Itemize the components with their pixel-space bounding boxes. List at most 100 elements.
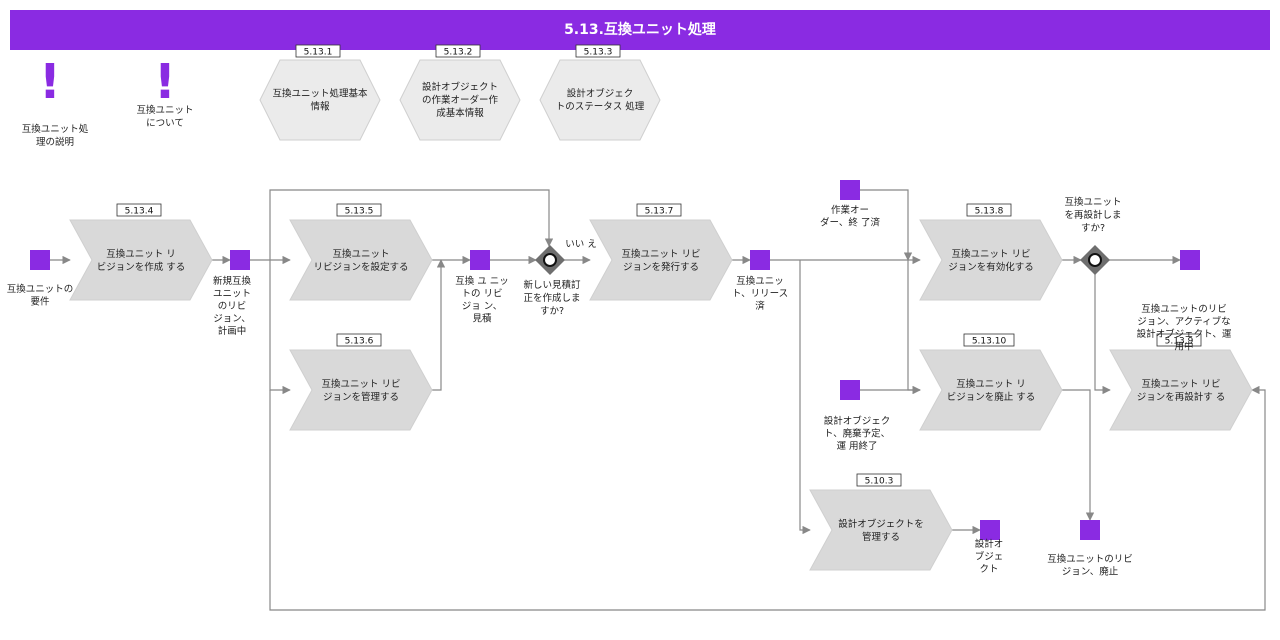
event-marker[interactable]	[230, 250, 250, 270]
process-label: ビジョンを廃止 する	[947, 391, 1036, 403]
process-label: 管理する	[862, 531, 900, 543]
process-step[interactable]	[289, 349, 433, 431]
note-label: 互換ユニット	[136, 104, 193, 116]
exclamation-icon: !	[39, 54, 61, 110]
process-label: 設計オブジェクトを	[838, 518, 924, 530]
flow-connector	[269, 385, 1266, 611]
process-label: リビジョンを設定する	[313, 261, 408, 273]
hexagon-label: の作業オーダー作	[422, 94, 499, 106]
process-label: ジョンを管理する	[323, 391, 399, 403]
info-hexagon[interactable]	[399, 59, 521, 141]
event-marker[interactable]	[470, 250, 490, 270]
event-label: 要件	[30, 296, 50, 308]
gateway-label: を再設計しま	[1064, 209, 1121, 221]
flow-connector	[432, 259, 446, 391]
process-step[interactable]	[589, 219, 733, 301]
process-label: 互換ユニット リビ	[951, 248, 1030, 260]
process-label: ジョンを発行する	[623, 261, 699, 273]
event-label: 設計オブジェク	[824, 415, 891, 427]
process-label: 互換ユニット リビ	[321, 378, 400, 390]
event-label: 互換ユニットのリビ	[1047, 553, 1133, 565]
event-label: のリビ	[218, 301, 247, 312]
event-label: ダー、終 了済	[820, 217, 880, 229]
event-label: 済	[755, 300, 765, 312]
process-label: 互換ユニット	[332, 248, 389, 260]
process-label: 互換ユニット リビ	[1141, 378, 1220, 390]
step-number-tag	[966, 203, 1012, 217]
event-marker[interactable]	[1080, 520, 1100, 540]
gateway-label: 正を作成しま	[523, 292, 580, 304]
info-hexagon[interactable]	[259, 59, 381, 141]
step-number: 5.13.10	[972, 337, 1007, 347]
gateway-label: すか?	[540, 306, 564, 317]
event-label: 互換 ユ ニッ	[455, 275, 509, 287]
gateway-label: 新しい見積訂	[523, 279, 581, 291]
flow-connector	[269, 189, 554, 262]
process-label: 互換ユニット リ	[956, 378, 1026, 390]
flow-connector	[907, 260, 921, 395]
step-number-tag	[1156, 333, 1202, 347]
event-marker[interactable]	[30, 250, 50, 270]
step-number: 5.10.3	[865, 477, 894, 487]
event-label: 新規互換	[213, 275, 252, 287]
connector-label: 用中	[1174, 341, 1193, 353]
event-marker[interactable]	[980, 520, 1000, 540]
gateway-circle-icon	[1088, 253, 1102, 267]
branch-label: いい え	[565, 239, 597, 250]
note-label: について	[146, 118, 184, 129]
hexagon-label: トのステータス 処理	[556, 101, 645, 113]
step-number-tag	[636, 203, 682, 217]
event-marker[interactable]	[840, 180, 860, 200]
process-label: ジョンを有効化する	[948, 261, 1034, 273]
flow-connector	[860, 189, 913, 261]
event-marker[interactable]	[1180, 250, 1200, 270]
exclamation-icon: !	[154, 54, 176, 110]
step-number: 5.13.6	[345, 337, 374, 347]
event-label: ジョン、	[213, 314, 250, 325]
event-label: ジョン、廃止	[1062, 566, 1119, 578]
hexagon-label: 設計オブジェク	[567, 88, 634, 100]
step-number: 5.13.8	[975, 207, 1004, 217]
step-number-tag	[575, 44, 621, 58]
process-step[interactable]	[289, 219, 433, 301]
step-number: 5.13.9	[1165, 337, 1194, 347]
process-step[interactable]	[809, 489, 953, 571]
flow-connector	[269, 262, 291, 395]
process-step[interactable]	[919, 349, 1063, 431]
note-label: 互換ユニット処	[22, 123, 89, 135]
event-label: 互換ユニットの	[7, 283, 74, 295]
page-title: 5.13.互換ユニット処理	[10, 10, 1270, 50]
step-number-tag	[856, 473, 902, 487]
connector-label: 設計オブジェクト、運	[1137, 328, 1232, 340]
step-number: 5.13.1	[304, 48, 333, 58]
process-label: ジョンを再設計す る	[1137, 391, 1226, 403]
event-marker[interactable]	[750, 250, 770, 270]
gateway-circle-icon	[543, 253, 557, 267]
connector-label: 互換ユニットのリビ	[1141, 303, 1227, 315]
process-step[interactable]	[919, 219, 1063, 301]
note-label: 理の説明	[36, 136, 74, 148]
step-number-tag	[295, 44, 341, 58]
event-label: 見積	[472, 313, 492, 325]
event-label: ユニット	[213, 289, 251, 300]
step-number: 5.13.3	[584, 48, 613, 58]
hexagon-label: 成基本情報	[436, 107, 484, 119]
event-label: 互換ユニッ	[736, 275, 784, 287]
step-number-tag	[963, 333, 1015, 347]
hexagon-label: 情報	[310, 101, 330, 113]
gateway-label: 互換ユニット	[1064, 196, 1121, 208]
process-step[interactable]	[69, 219, 213, 301]
event-label: ジョ ン、	[462, 301, 502, 312]
event-marker[interactable]	[840, 380, 860, 400]
gateway-label: すか?	[1081, 223, 1105, 234]
step-number-tag	[336, 203, 382, 217]
hexagon-label: 互換ユニット処理基本	[272, 88, 368, 100]
step-number-tag	[116, 203, 162, 217]
info-hexagon[interactable]	[539, 59, 661, 141]
process-label: ビジョンを作成 する	[97, 261, 186, 273]
event-label: トの リビ	[461, 289, 502, 300]
process-label: 互換ユニット リビ	[621, 248, 700, 260]
process-step[interactable]	[1109, 349, 1253, 431]
hexagon-label: 設計オブジェクト	[422, 81, 498, 93]
